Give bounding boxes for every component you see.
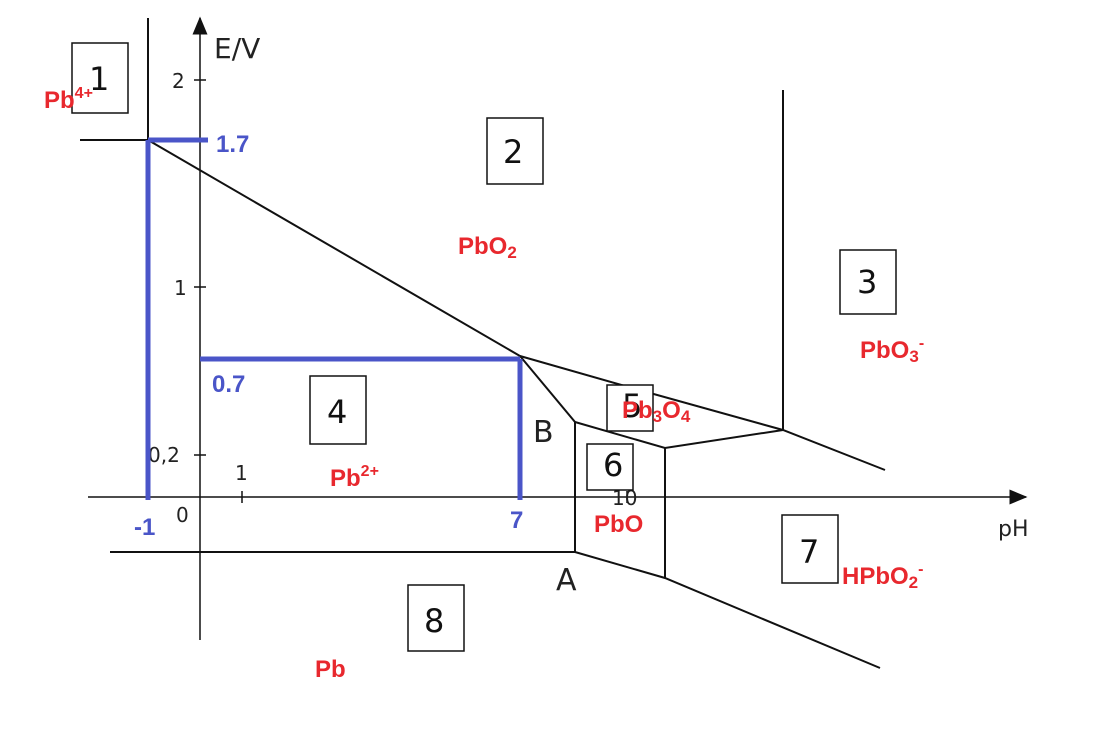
y-axis-label: E/V bbox=[214, 32, 260, 65]
species-pbo2: PbO2 bbox=[458, 233, 517, 262]
region-box-6 bbox=[586, 443, 634, 491]
species-pb2: Pb2+ bbox=[330, 463, 379, 492]
region-number-1: 1 bbox=[89, 60, 109, 98]
species-pb: Pb bbox=[315, 656, 346, 683]
x-tick-label-1: 1 bbox=[235, 461, 248, 485]
species-pbo: PbO bbox=[594, 511, 643, 538]
region-number-4: 4 bbox=[327, 393, 347, 431]
region-number-8: 8 bbox=[424, 602, 444, 640]
region-box-3 bbox=[839, 249, 897, 315]
species-pb4: Pb4+ bbox=[44, 85, 93, 114]
region-box-2 bbox=[486, 117, 544, 185]
region-number-2: 2 bbox=[503, 133, 523, 171]
y-tick-label-0: 0 bbox=[176, 503, 189, 527]
region-box-4 bbox=[309, 375, 367, 445]
boundary-pb-pbo bbox=[574, 551, 881, 669]
boundary-pbo2-pb2 bbox=[147, 139, 576, 552]
species-labels: Pb4+ PbO2 PbO3- Pb2+ Pb3O4 PbO HPbO2- Pb bbox=[44, 85, 924, 683]
region-box-7 bbox=[781, 514, 839, 584]
region-box-1 bbox=[71, 42, 129, 114]
y-tick-label-2: 2 bbox=[172, 69, 185, 93]
region-number-7: 7 bbox=[799, 533, 819, 571]
boundary-lines bbox=[80, 18, 886, 669]
annotation-ph-minus1: -1 bbox=[134, 514, 155, 541]
x-axis-label: pH bbox=[998, 517, 1029, 542]
region-box-8 bbox=[407, 584, 465, 652]
region-number-5: 5 bbox=[622, 387, 642, 425]
annotation-ph7: 7 bbox=[510, 507, 523, 534]
annotation-lines bbox=[145, 137, 523, 500]
y-tick-label-02: 0,2 bbox=[148, 443, 180, 467]
point-b: B bbox=[533, 415, 554, 450]
annotation-e07: 0.7 bbox=[212, 371, 245, 398]
species-pb3o4: Pb3O4 bbox=[622, 397, 691, 426]
region-boxes bbox=[71, 42, 897, 652]
boundary-pbo2-pb3o4 bbox=[519, 355, 886, 471]
y-tick-label-1: 1 bbox=[174, 276, 187, 300]
region-box-5 bbox=[606, 384, 654, 432]
annotation-e17: 1.7 bbox=[216, 131, 249, 158]
species-pbo3: PbO3- bbox=[860, 335, 924, 366]
region-number-6: 6 bbox=[603, 446, 623, 484]
species-hpbo2: HPbO2- bbox=[842, 561, 923, 592]
point-a: A bbox=[556, 563, 577, 598]
region-number-3: 3 bbox=[857, 263, 877, 301]
